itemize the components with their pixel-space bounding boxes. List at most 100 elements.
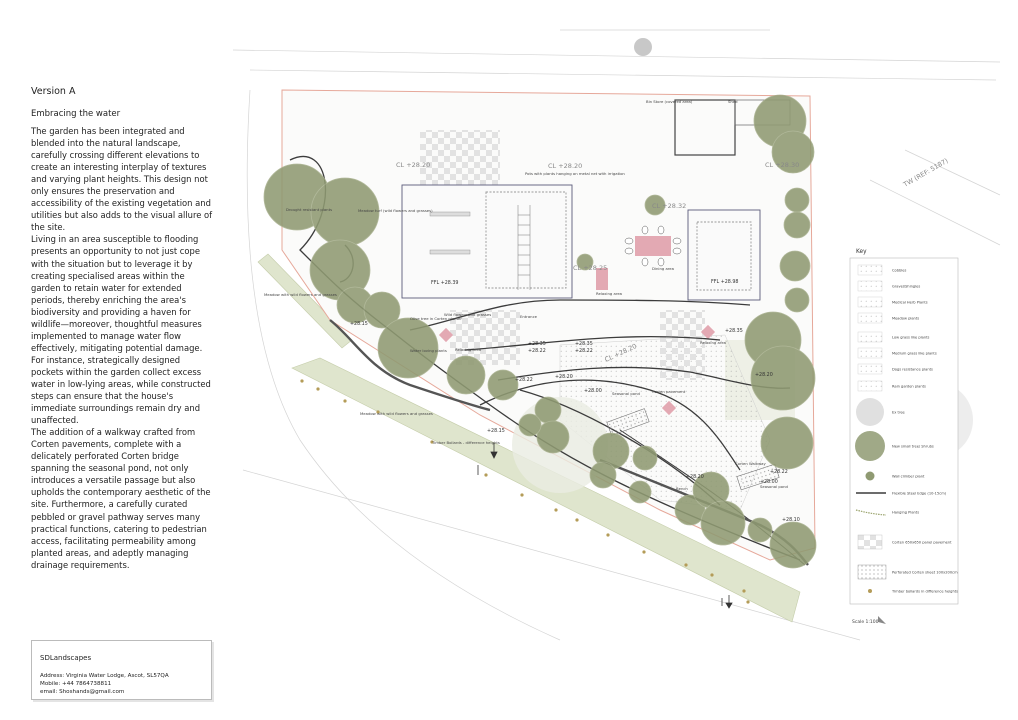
label-entrance: Entrance xyxy=(520,314,538,319)
key-item-label: Ex tree xyxy=(892,411,906,415)
level-10: +28.00 xyxy=(760,479,778,485)
label-meadow-2: Meadow with wild flowers and grasses xyxy=(264,292,337,297)
corten-bridge xyxy=(606,408,650,436)
label-relaxing-1: Relaxing area xyxy=(596,291,622,296)
key-title: Key xyxy=(856,249,867,255)
level-1: +28.35 xyxy=(528,341,546,347)
label-seasonal-1: Seasonal pond xyxy=(612,391,641,396)
level-4: +28.35 xyxy=(575,341,593,347)
label-wild-flowers: Wild flowers and grasses xyxy=(444,312,491,317)
key-item-label: New small tree/ Shrubs xyxy=(892,445,934,449)
medium-grass-swatch xyxy=(857,347,883,359)
checker-area-south xyxy=(450,310,520,365)
label-bench: Bench xyxy=(676,486,688,491)
label-bollards: Timber Bollards - difference heights xyxy=(431,440,500,445)
bollard-symbol xyxy=(868,589,872,593)
level-9: +28.22 xyxy=(770,469,788,475)
level-12: +28.15 xyxy=(487,428,505,434)
checker-area-east xyxy=(660,310,705,380)
company-card: SDLandscapes Address: Virginia Water Lod… xyxy=(31,640,212,700)
level-15: +28.15 xyxy=(350,321,368,327)
label-olive: Olive tree in Corten planter xyxy=(410,316,462,321)
key-item: Low grass like plants xyxy=(857,331,930,343)
key-item-label: Medium grass like plants xyxy=(892,352,937,356)
scale-label: Scale 1:100 xyxy=(852,619,879,625)
key-item: Wall climber plant xyxy=(865,471,925,481)
key-item: Rain garden plants xyxy=(857,380,926,392)
key-item-label: Meadow plants xyxy=(892,317,919,321)
key-item: Medical Herb Plants xyxy=(857,296,928,308)
level-3: +28.22 xyxy=(515,377,533,383)
company-name: SDLandscapes xyxy=(40,654,92,662)
paragraph-intro: The garden has been integrated and blend… xyxy=(31,126,213,233)
level-tw: TW (REF: 5187) xyxy=(901,157,949,190)
level-2: +28.22 xyxy=(528,348,546,354)
label-corten-walkway: Corten Walkway xyxy=(735,461,766,466)
corten-walkway xyxy=(736,463,780,491)
dogs-swatch xyxy=(857,363,883,375)
hanging-plants-line xyxy=(855,509,887,516)
label-dining: Dining area xyxy=(652,266,674,271)
company-address: Address: Virginia Water Lodge, Ascot, SL… xyxy=(40,673,169,679)
corten-pavement-mark xyxy=(661,400,677,416)
label-bin-store: Bin Store (covered area) xyxy=(646,99,693,104)
north-arrow-icon xyxy=(878,616,886,624)
low-grass-swatch xyxy=(857,331,883,343)
label-water-loving: Water loving plants xyxy=(410,348,447,353)
existing-tree-symbol xyxy=(856,398,884,426)
house-main xyxy=(401,184,573,299)
label-meadow-3: Meadow with wild flowers and grasses xyxy=(360,411,433,416)
design-subtitle: Embracing the water xyxy=(31,109,121,119)
corten-pavement-mark xyxy=(700,324,716,340)
label-seasonal-2: Seasonal pond xyxy=(760,484,789,489)
key-item: Dogs resistance plants xyxy=(857,363,933,375)
paragraph-flooding: Living in an area susceptible to floodin… xyxy=(31,234,211,426)
level-cl-3: CL +28.30 xyxy=(765,161,799,169)
key-item: Corten 650x650 panel pavement xyxy=(857,534,952,550)
key-item-label: Medical Herb Plants xyxy=(892,301,928,305)
key-item: Cobbles xyxy=(857,264,906,276)
level-6: +28.00 xyxy=(584,388,602,394)
description-panel: Version A Embracing the water The garden… xyxy=(31,86,213,571)
corten-pavement-mark xyxy=(438,327,454,343)
level-cl-1: CL +28.20 xyxy=(396,161,430,169)
climber-symbol xyxy=(865,471,875,481)
level-cl-4: CL +28.32 xyxy=(652,202,686,210)
key-item-label: Timber bollards in difference heights xyxy=(891,590,958,594)
house-annex xyxy=(687,209,761,301)
key-item-label: Dogs resistance plants xyxy=(892,368,933,372)
label-pots: Pots with plants hanging on metal net wi… xyxy=(525,171,625,176)
dining-chairs xyxy=(624,225,682,267)
key-item: Gravel/Shingles xyxy=(857,280,920,292)
company-email: email: Shoshands@gmail.com xyxy=(40,689,125,696)
level-cl-5: CL +28.25 xyxy=(573,264,607,272)
key-item: Meadow plants xyxy=(857,312,919,324)
corten-pavement-swatch xyxy=(857,534,883,550)
key-item-label: Perforated Corten sheet 100x200cm xyxy=(892,571,958,575)
checker-area-west xyxy=(420,130,500,185)
level-8: +28.20 xyxy=(686,474,704,480)
perforated-corten-swatch xyxy=(857,564,887,580)
key-item: Perforated Corten sheet 100x200cm xyxy=(857,564,958,580)
key-item: New small tree/ Shrubs xyxy=(855,431,934,461)
context-tree xyxy=(634,38,652,56)
dining-table xyxy=(635,236,671,256)
new-tree-symbol xyxy=(855,431,885,461)
key-item-label: Low grass like plants xyxy=(892,336,930,340)
level-cl-2: CL +28.20 xyxy=(548,162,582,170)
label-corten-pavement: Corten pavement xyxy=(652,389,686,394)
gravel-swatch xyxy=(857,280,883,292)
paragraph-walkway: The addition of a walkway crafted from C… xyxy=(31,427,211,570)
level-ffl-2: FFL +28.98 xyxy=(711,279,738,285)
level-ffl-1: FFL +28.39 xyxy=(431,280,458,286)
key-item-label: Gravel/Shingles xyxy=(892,285,920,289)
context-lines xyxy=(232,29,1001,641)
level-11: +28.10 xyxy=(782,517,800,523)
section-markers xyxy=(477,443,733,609)
key-item-label: Cobbles xyxy=(892,269,906,273)
relaxing-bench xyxy=(596,268,608,290)
key-item-label: Hanging Plants xyxy=(892,511,919,515)
key-item-label: Flexible Steel Edge (10-15cm) xyxy=(892,492,947,496)
